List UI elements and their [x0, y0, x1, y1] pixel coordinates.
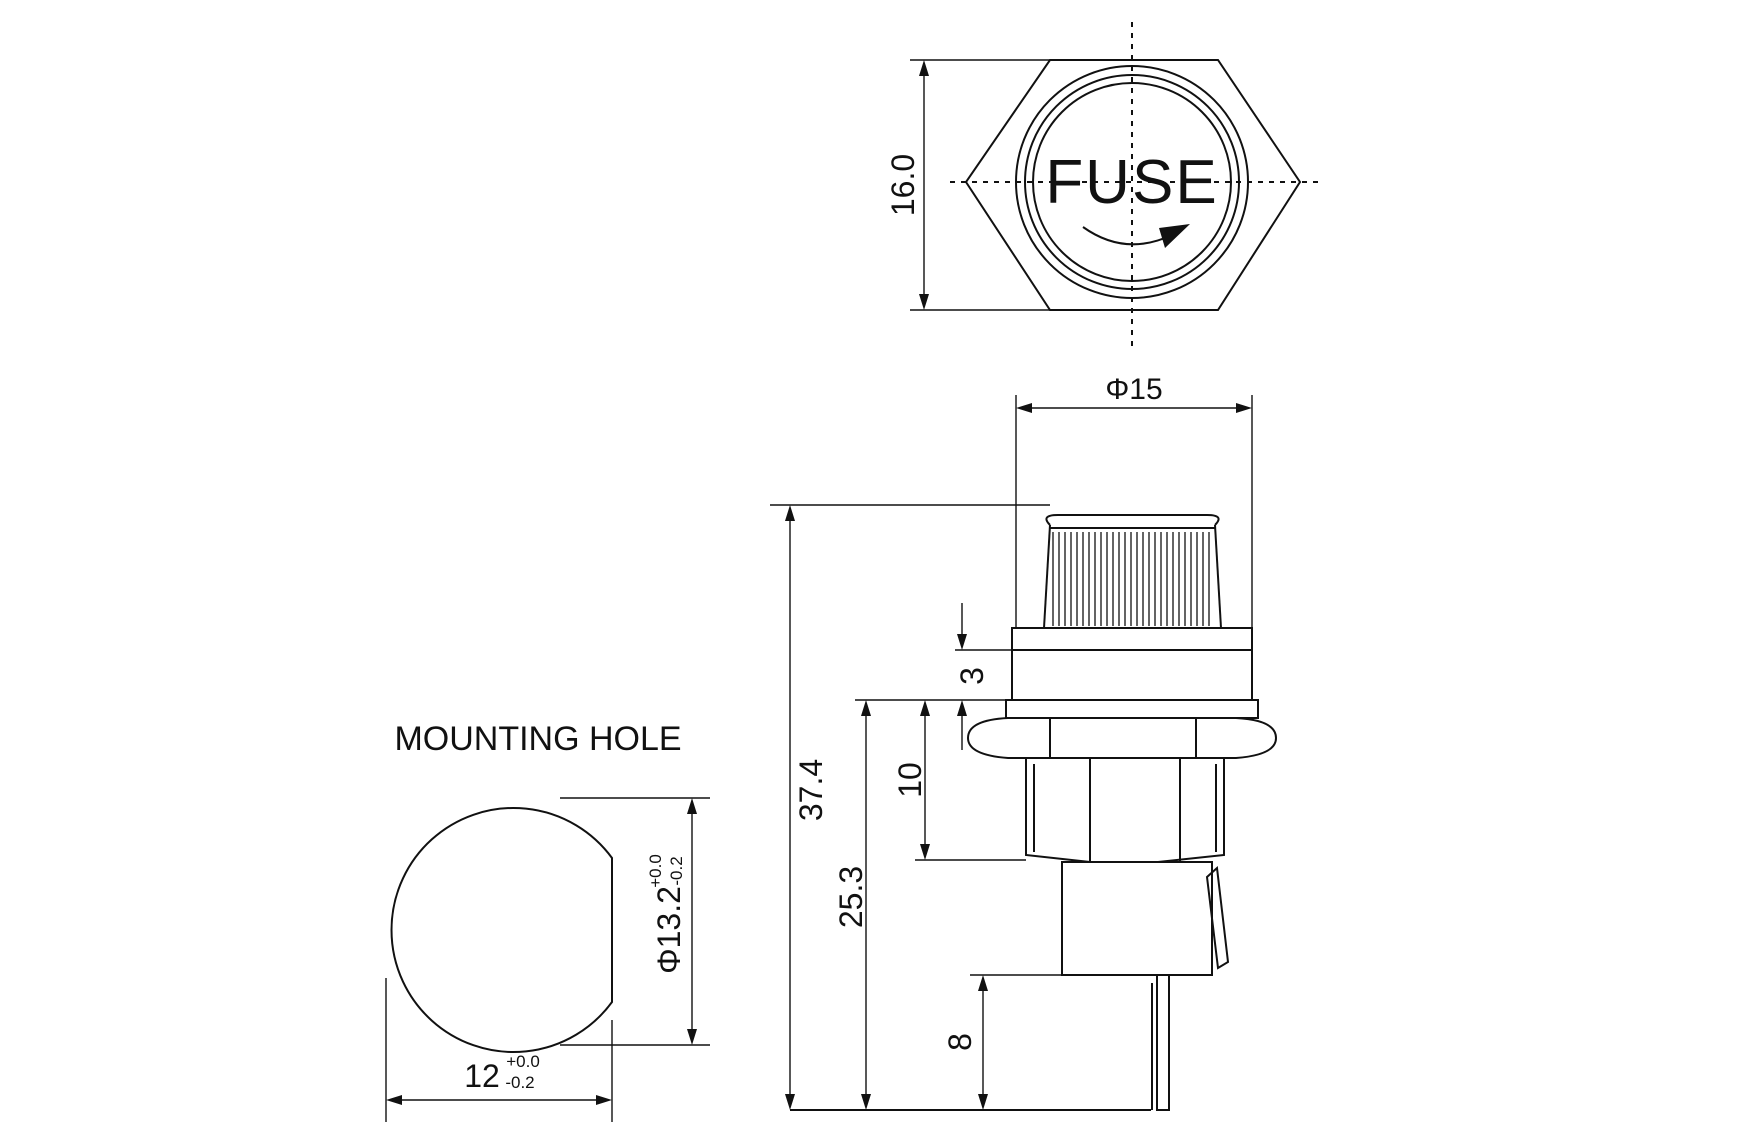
collar-body: [1011, 649, 1253, 701]
dim-hole-diameter-tol-upper: +0.0: [646, 854, 665, 888]
dim-pin-label: 8: [942, 1033, 978, 1051]
dim-hole-width-label: 12: [464, 1058, 500, 1094]
dim-16-arrow-top: [919, 60, 929, 76]
dim-collar-label: 3: [954, 667, 990, 685]
inner-ring: [1032, 82, 1232, 282]
side-terminal: [1205, 865, 1230, 970]
pin-terminal: [1156, 974, 1170, 1111]
dim-thread-label: 10: [892, 762, 928, 798]
side-view: Φ15 37.4 25.3 10 3 8: [770, 373, 1278, 1111]
dim-d132-arrow-bottom: [687, 1029, 697, 1045]
fuse-label: FUSE: [1045, 148, 1218, 217]
body-hex: [1025, 758, 1225, 863]
dim-d15-arrow-left: [1016, 403, 1032, 413]
top-view: FUSE 16.0: [885, 22, 1318, 350]
dim-hole-width-tol-lower: -0.2: [505, 1073, 534, 1092]
dim-8-arrow-top: [978, 975, 988, 991]
dim-374-arrow-bottom: [785, 1094, 795, 1110]
mounting-hole-view: MOUNTING HOLE Φ13.2 +0.0 -0.2 12 +0.0 -0…: [385, 720, 710, 1122]
cap-left-edge: [1043, 524, 1051, 629]
dim-253-arrow-top: [861, 700, 871, 716]
dim-hole-diameter-label: Φ13.2: [651, 886, 687, 974]
dim-d15-arrow-right: [1236, 403, 1252, 413]
hex-nut-side: [966, 717, 1278, 759]
mounting-hole-outline: [390, 807, 613, 1053]
lower-body: [1061, 861, 1213, 976]
dim-253-arrow-bottom: [861, 1094, 871, 1110]
dim-10-arrow-bottom: [920, 844, 930, 860]
dim-10-arrow-top: [920, 700, 930, 716]
cap-right-edge: [1214, 524, 1222, 629]
dim-16-arrow-bottom: [919, 294, 929, 310]
cap-knurling: [1052, 532, 1210, 626]
dim-hole-diameter-tol-lower: -0.2: [667, 856, 686, 885]
dim-374-arrow-top: [785, 505, 795, 521]
dim-8-arrow-bottom: [978, 1094, 988, 1110]
dim-3-arrow-lower: [957, 700, 967, 716]
dim-12-arrow-left: [386, 1095, 402, 1105]
mounting-hole-title: MOUNTING HOLE: [394, 720, 681, 758]
dim-3-arrow-upper: [957, 634, 967, 650]
dim-d132-arrow-top: [687, 798, 697, 814]
rotation-arrowhead-icon: [1159, 224, 1190, 248]
rotation-arrow-icon: [1082, 226, 1173, 246]
dim-diameter-label: Φ15: [1105, 373, 1162, 406]
washer: [1005, 699, 1259, 719]
dim-hole-width-tol-upper: +0.0: [506, 1052, 540, 1071]
dim-12-arrow-right: [596, 1095, 612, 1105]
dim-body-height-label: 25.3: [833, 866, 869, 928]
cap-top: [1045, 514, 1220, 526]
dim-height-label: 16.0: [885, 154, 921, 216]
collar-ring: [1011, 627, 1253, 651]
dim-total-height-label: 37.4: [793, 759, 829, 821]
